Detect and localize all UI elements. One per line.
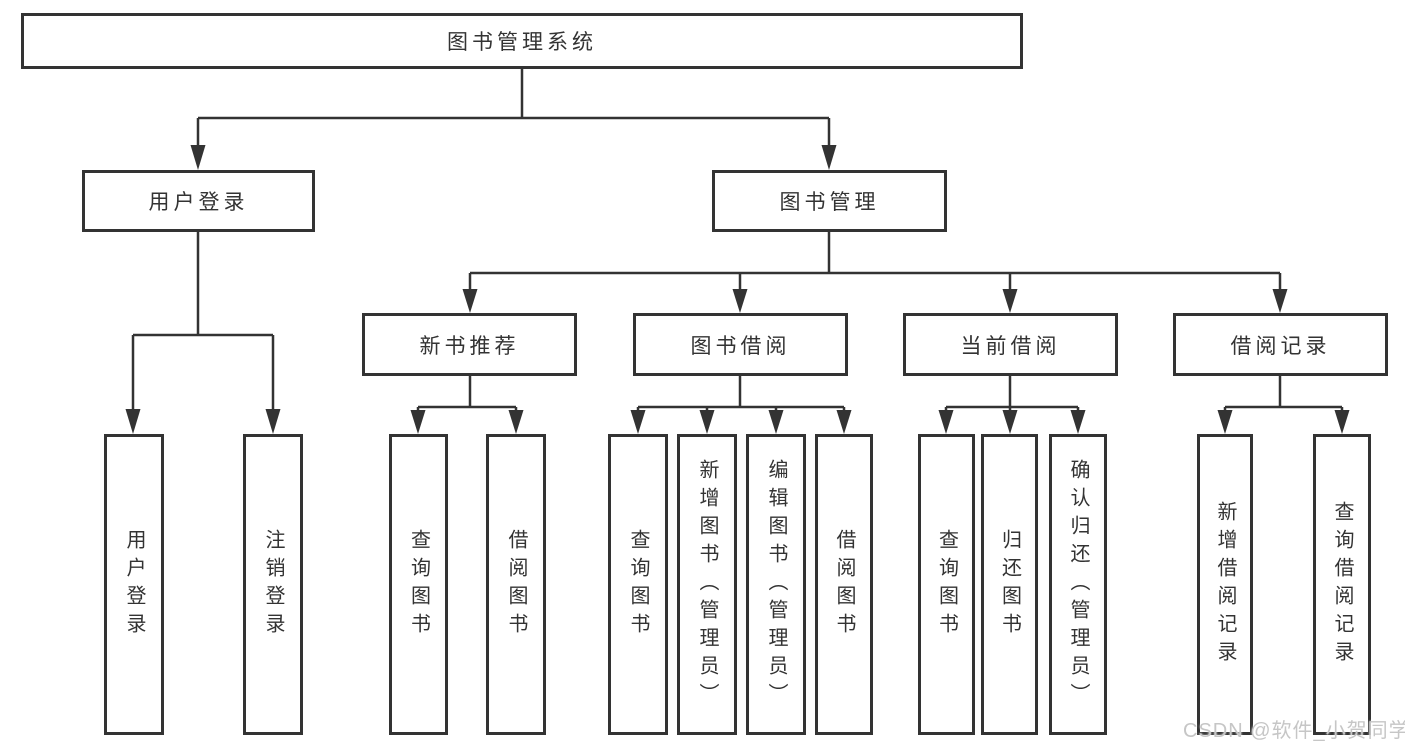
node-user-login-label: 用户登录 — [148, 191, 249, 214]
leaf-borrow-books: 借阅图书 — [815, 434, 873, 735]
node-borrow-records: 借阅记录 — [1173, 313, 1388, 376]
node-book-borrow-label: 图书借阅 — [690, 334, 791, 358]
leaf-return-books: 归还图书 — [981, 434, 1038, 735]
watermark: CSDN @软件_小贺同学 — [1183, 720, 1405, 742]
arrowheads-level2 — [190, 145, 837, 170]
node-new-book-recommend-label: 新书推荐 — [419, 334, 520, 358]
leaf-borrow-books-recommend: 借阅图书 — [486, 434, 546, 735]
leaf-query-books-borrow: 查询图书 — [608, 434, 668, 735]
arrowheads-level3 — [462, 289, 1288, 313]
leaf-return-books-label: 归还图书 — [998, 528, 1021, 641]
arrowheads-current-borrow-group — [938, 410, 1086, 434]
leaf-query-books-recommend: 查询图书 — [389, 434, 448, 735]
connector-book-management-to-level3 — [468, 232, 1282, 295]
leaf-edit-books-admin-label: 编辑图书（管理员） — [765, 458, 787, 711]
leaf-borrow-books-label: 借阅图书 — [833, 528, 855, 641]
leaf-query-borrow-record: 查询借阅记录 — [1313, 434, 1371, 735]
leaf-logout-label: 注销登录 — [262, 528, 284, 641]
leaf-confirm-return-admin-label: 确认归还（管理员） — [1067, 458, 1089, 711]
arrowheads-user-login-group — [125, 409, 281, 434]
leaf-query-borrow-record-label: 查询借阅记录 — [1331, 500, 1353, 669]
connector-book-borrow-group — [636, 376, 846, 415]
leaf-user-login-label: 用户登录 — [123, 528, 145, 641]
connector-root-to-level2 — [196, 69, 831, 150]
arrowheads-new-book-group — [410, 410, 524, 434]
connector-borrow-records-group — [1223, 376, 1344, 415]
arrowheads-borrow-records-group — [1217, 410, 1350, 434]
node-borrow-records-label: 借阅记录 — [1230, 334, 1331, 358]
connector-current-borrow-group — [944, 376, 1080, 415]
leaf-add-books-admin: 新增图书（管理员） — [677, 434, 737, 735]
node-book-borrow: 图书借阅 — [633, 313, 848, 376]
leaf-logout: 注销登录 — [243, 434, 303, 735]
node-user-login: 用户登录 — [82, 170, 315, 232]
node-new-book-recommend: 新书推荐 — [362, 313, 577, 376]
node-book-management-label: 图书管理 — [779, 191, 880, 214]
leaf-edit-books-admin: 编辑图书（管理员） — [746, 434, 806, 735]
node-book-management: 图书管理 — [712, 170, 947, 232]
leaf-borrow-books-recommend-label: 借阅图书 — [505, 528, 527, 641]
leaf-user-login: 用户登录 — [104, 434, 164, 735]
leaf-add-borrow-record: 新增借阅记录 — [1197, 434, 1253, 735]
connector-new-book-group — [416, 376, 518, 415]
leaf-query-books-current: 查询图书 — [918, 434, 975, 735]
leaf-query-books-borrow-label: 查询图书 — [627, 528, 649, 641]
node-current-borrow-label: 当前借阅 — [960, 334, 1061, 358]
leaf-query-books-current-label: 查询图书 — [935, 528, 958, 641]
connector-user-login-group — [131, 232, 275, 415]
leaf-add-books-admin-label: 新增图书（管理员） — [696, 458, 718, 711]
node-root-label: 图书管理系统 — [447, 31, 597, 54]
node-current-borrow: 当前借阅 — [903, 313, 1118, 376]
leaf-add-borrow-record-label: 新增借阅记录 — [1214, 500, 1236, 669]
leaf-query-books-recommend-label: 查询图书 — [407, 528, 430, 641]
leaf-confirm-return-admin: 确认归还（管理员） — [1049, 434, 1107, 735]
arrowheads-book-borrow-group — [630, 410, 852, 434]
node-root: 图书管理系统 — [21, 13, 1023, 69]
